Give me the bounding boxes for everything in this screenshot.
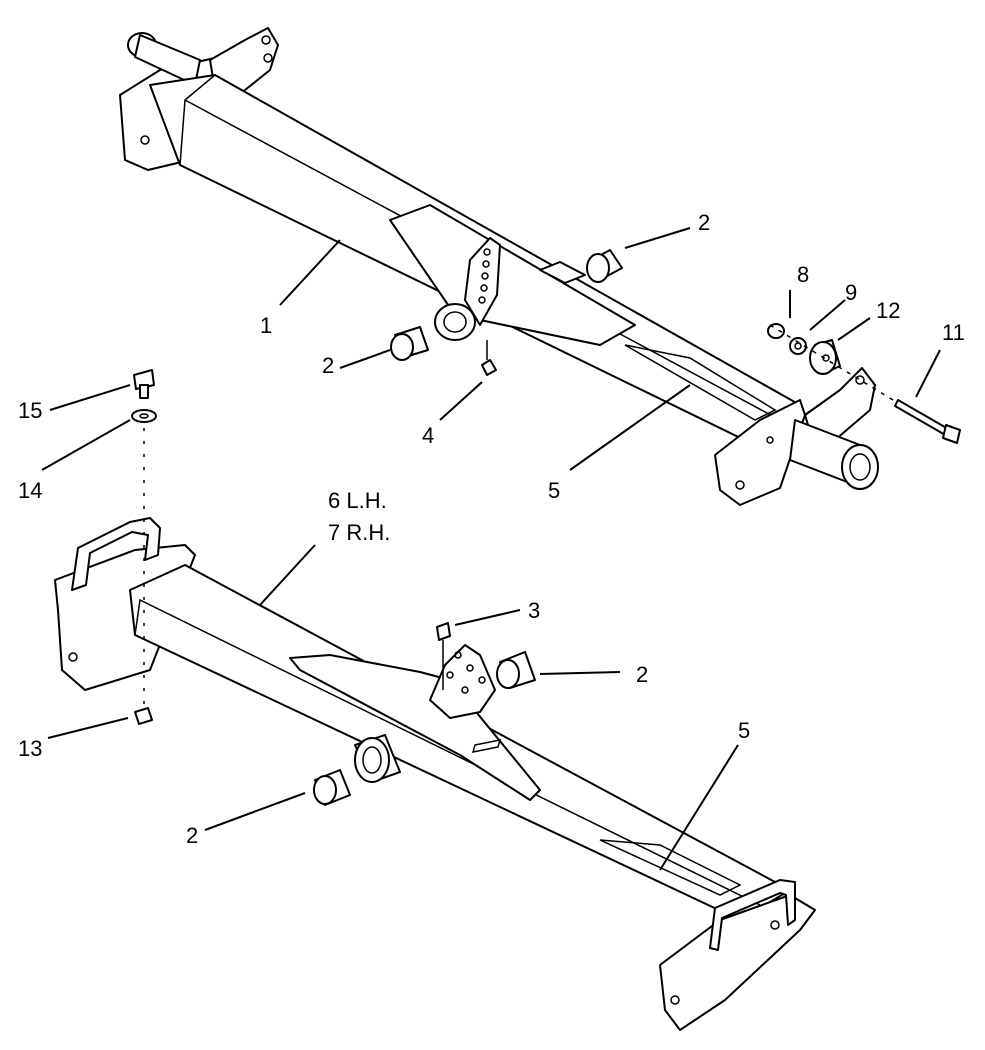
bottom-right-handle <box>709 879 796 951</box>
callout-2-top-left: 2 <box>322 353 334 378</box>
callout-2-top-right: 2 <box>698 210 710 235</box>
callout-2-bottom-right: 2 <box>636 662 648 687</box>
top-decal-area <box>624 344 777 421</box>
bottom-adjust-plate <box>429 644 496 719</box>
bushing-bottom-right <box>496 651 536 689</box>
bushing-bottom-left <box>313 769 351 806</box>
callout-14: 14 <box>18 478 42 503</box>
callout-15: 15 <box>18 398 42 423</box>
top-axle-assembly <box>119 27 879 506</box>
callout-labels: 1 2 2 4 5 8 9 12 11 15 14 6 L.H. 7 R.H. … <box>18 210 965 848</box>
top-right-tube-end <box>841 444 879 490</box>
bolt-11 <box>894 399 951 437</box>
bottom-decal-area <box>599 839 742 896</box>
callout-5-top: 5 <box>548 478 560 503</box>
callout-3: 3 <box>528 598 540 623</box>
washer-14 <box>131 409 157 423</box>
top-pivot-tube <box>434 303 476 341</box>
grease-fitting <box>481 340 497 376</box>
bushing-top-right <box>586 249 623 283</box>
callout-12: 12 <box>876 298 900 323</box>
nut-3 <box>436 622 451 690</box>
callout-2-bottom-left: 2 <box>186 823 198 848</box>
bushing-top-left <box>390 326 429 361</box>
leader-lines <box>41 227 941 871</box>
callout-9: 9 <box>845 280 857 305</box>
callout-13: 13 <box>18 736 42 761</box>
callout-6: 6 L.H. <box>328 488 387 513</box>
bottom-center-gusset <box>289 654 541 801</box>
bottom-left-handle <box>71 517 161 591</box>
nut-8 <box>767 323 785 339</box>
bolt-15 <box>133 369 155 399</box>
callout-1: 1 <box>260 313 272 338</box>
washer-9 <box>789 337 807 355</box>
callout-4: 4 <box>422 423 434 448</box>
callout-7: 7 R.H. <box>328 520 390 545</box>
callout-8: 8 <box>797 262 809 287</box>
callout-11: 11 <box>942 320 965 345</box>
nut-13 <box>134 707 153 725</box>
hardware-right <box>767 323 961 444</box>
callout-5-bottom: 5 <box>738 718 750 743</box>
bottom-axle-assembly <box>54 517 816 1031</box>
top-adjust-plate <box>464 237 501 326</box>
